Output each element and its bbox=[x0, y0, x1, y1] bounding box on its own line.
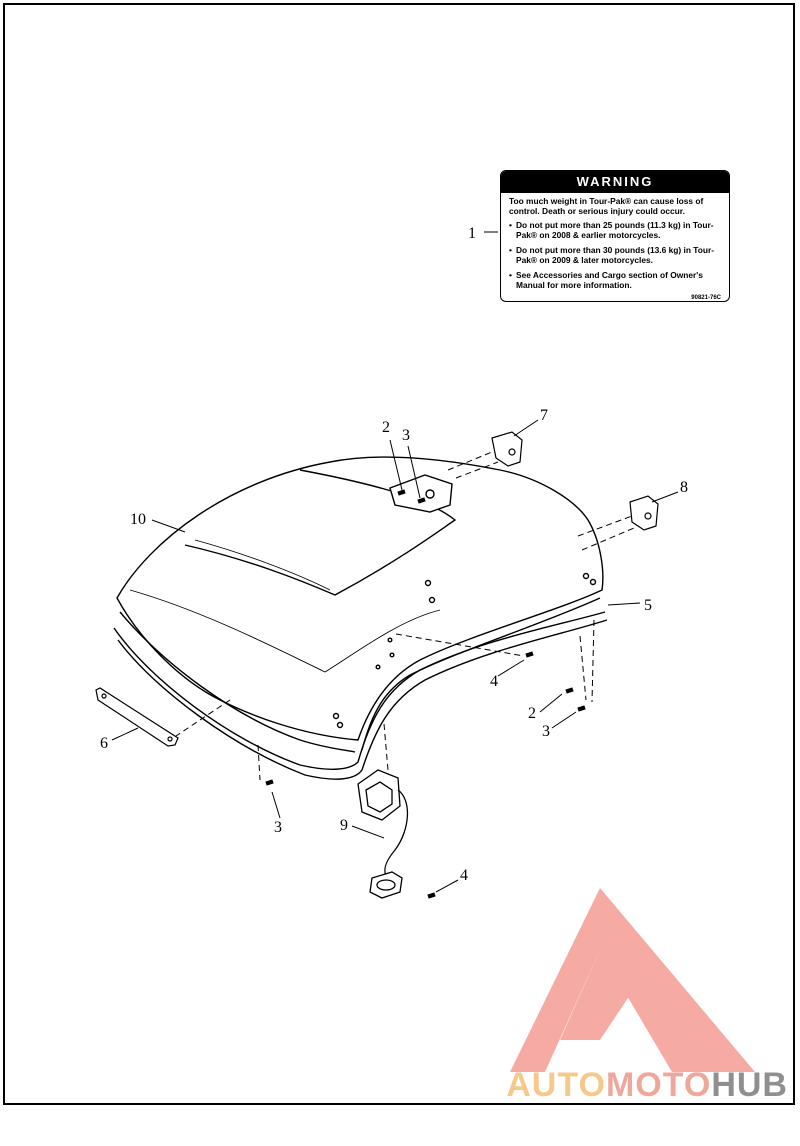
callout-4-bottom: 4 bbox=[460, 867, 468, 884]
warning-bullet-text: Do not put more than 25 pounds (11.3 kg)… bbox=[516, 220, 714, 240]
watermark-auto: AUTO bbox=[506, 1066, 606, 1104]
warning-bullet-text: Do not put more than 30 pounds (13.6 kg)… bbox=[516, 245, 715, 265]
callout-3-bottom: 3 bbox=[542, 723, 550, 740]
callout-2-top: 2 bbox=[382, 419, 390, 436]
warning-body: Too much weight in Tour-Pak® can cause l… bbox=[501, 193, 729, 301]
callout-3-left: 3 bbox=[274, 819, 282, 836]
hinge-8 bbox=[629, 495, 659, 531]
watermark-hub: HUB bbox=[711, 1066, 788, 1104]
callout-7: 7 bbox=[540, 407, 548, 424]
assembly-dash-lines bbox=[175, 451, 635, 781]
callout-5: 5 bbox=[644, 597, 652, 614]
warning-bullet: •Do not put more than 25 pounds (11.3 kg… bbox=[509, 220, 721, 240]
leader-lines bbox=[111, 231, 679, 893]
warning-part-code: 90821-76C bbox=[691, 295, 721, 301]
callout-4-right: 4 bbox=[490, 673, 498, 690]
screws bbox=[265, 489, 586, 899]
warning-bullet: •See Accessories and Cargo section of Ow… bbox=[509, 270, 721, 290]
hinge-7 bbox=[491, 431, 523, 467]
callout-10: 10 bbox=[130, 511, 146, 528]
watermark-logo bbox=[510, 888, 755, 1072]
weatherstrip-seal bbox=[113, 611, 608, 780]
watermark-moto: MOTO bbox=[605, 1066, 712, 1104]
warning-header: WARNING bbox=[501, 171, 729, 193]
callout-9: 9 bbox=[340, 817, 348, 834]
warning-label: WARNING Too much weight in Tour-Pak® can… bbox=[500, 170, 730, 302]
callout-1: 1 bbox=[468, 225, 476, 242]
interior-light-assembly bbox=[357, 769, 409, 899]
callout-8: 8 bbox=[680, 479, 688, 496]
callout-6: 6 bbox=[100, 735, 108, 752]
mounting-plate bbox=[95, 687, 179, 747]
callout-3-top: 3 bbox=[402, 427, 410, 444]
callout-2-bottom: 2 bbox=[528, 705, 536, 722]
warning-intro: Too much weight in Tour-Pak® can cause l… bbox=[509, 196, 704, 216]
watermark-text: AUTOMOTOHUB bbox=[506, 1066, 788, 1105]
callout-numbers: 1 2 3 7 8 10 5 4 2 3 6 3 9 4 bbox=[100, 225, 688, 884]
warning-bullet-text: See Accessories and Cargo section of Own… bbox=[516, 270, 703, 290]
tour-pak-lid bbox=[116, 456, 604, 753]
warning-bullet: •Do not put more than 30 pounds (13.6 kg… bbox=[509, 245, 721, 265]
drawing-frame bbox=[3, 3, 795, 1105]
